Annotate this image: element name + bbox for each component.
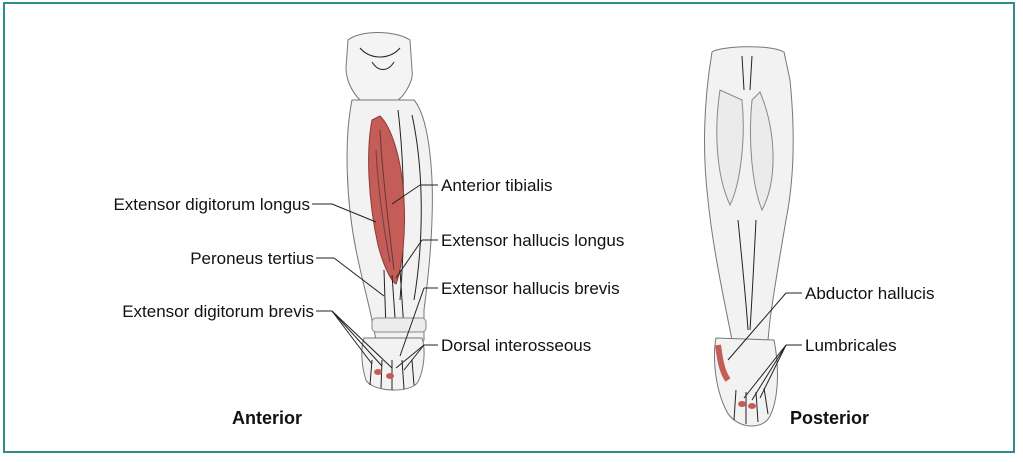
label-extensor-hallucis-brevis: Extensor hallucis brevis xyxy=(441,279,620,298)
label-abductor-hallucis: Abductor hallucis xyxy=(805,284,934,303)
label-dorsal-interosseous: Dorsal interosseous xyxy=(441,336,591,355)
label-lumbricales: Lumbricales xyxy=(805,336,897,355)
label-peroneus-tertius: Peroneus tertius xyxy=(190,249,314,268)
label-extensor-hallucis-longus: Extensor hallucis longus xyxy=(441,231,624,250)
view-title-posterior: Posterior xyxy=(790,408,869,428)
view-title-anterior: Anterior xyxy=(232,408,302,428)
label-extensor-digitorum-brevis: Extensor digitorum brevis xyxy=(122,302,314,321)
posterior-leg-illustration xyxy=(705,47,794,426)
label-extensor-digitorum-longus: Extensor digitorum longus xyxy=(113,195,310,214)
label-anterior-tibialis: Anterior tibialis xyxy=(441,176,553,195)
